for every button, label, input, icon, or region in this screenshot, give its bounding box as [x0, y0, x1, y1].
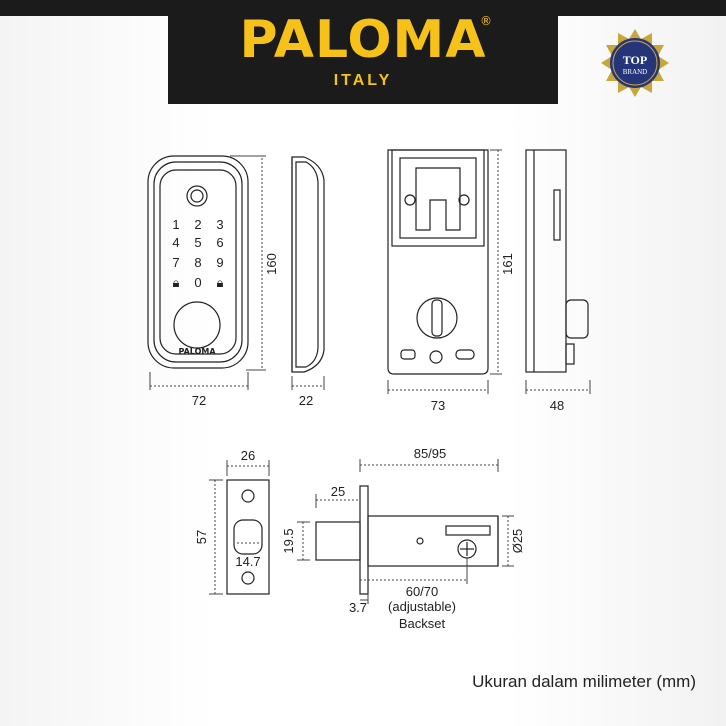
brand-origin: ITALY: [333, 72, 393, 89]
key-1[interactable]: 1: [172, 217, 179, 232]
bolt-height-label: 19.5: [281, 528, 296, 553]
backset-note-label: (adjustable): [388, 599, 456, 614]
back-dimension-lines: [387, 149, 502, 394]
plate-thickness-label: 3.7: [349, 600, 367, 615]
registered-mark: ®: [480, 14, 492, 28]
key-4[interactable]: 4: [172, 235, 179, 250]
bolt-slot: [445, 525, 491, 536]
thumb-turn-lever: [431, 299, 443, 337]
front-dimension-lines: [149, 155, 266, 390]
screw-left: [404, 194, 416, 206]
top-brand-badge: TOP BRAND: [601, 29, 669, 97]
key-8[interactable]: 8: [194, 255, 201, 270]
battery-holder: [399, 157, 477, 239]
rear-slot: [553, 189, 561, 241]
badge-line2: BRAND: [623, 68, 648, 76]
bolt-pin: [416, 537, 424, 545]
rear-side-view: [525, 149, 589, 373]
backset-value-label: 60/70: [406, 584, 439, 599]
strike-dimension-lines: [209, 460, 270, 595]
thumb-turn: [416, 297, 458, 339]
front-height-label: 160: [264, 253, 279, 275]
rear-latch: [565, 343, 575, 365]
brand-logo: PALOMA: [239, 10, 487, 70]
side-body: [291, 156, 325, 373]
back-knob: [429, 350, 443, 364]
front-inner-frame: [153, 161, 243, 363]
back-width-label: 73: [431, 398, 445, 413]
rear-body: [525, 149, 567, 373]
plate-width-label: 26: [241, 448, 255, 463]
back-button-right: [455, 349, 475, 360]
key-5[interactable]: 5: [194, 235, 201, 250]
back-height-label: 161: [500, 253, 515, 275]
strike-screw-bottom: [241, 571, 255, 585]
fingerprint-sensor: [186, 185, 208, 207]
back-button-left: [400, 349, 416, 360]
battery-slot: [415, 167, 461, 231]
key-lock-left[interactable]: 🔒︎: [173, 275, 180, 290]
plate-height-label: 57: [194, 530, 209, 544]
screw-right: [458, 194, 470, 206]
rear-depth-label: 48: [550, 398, 564, 413]
unit-note: Ukuran dalam milimeter (mm): [472, 672, 696, 691]
front-panel: [159, 169, 237, 355]
deadbolt: [315, 485, 499, 595]
strike-plate-body: [226, 479, 270, 595]
side-depth-label: 22: [299, 393, 313, 408]
bolt-diameter-label: Ø25: [510, 529, 525, 554]
key-lock-right[interactable]: 🔒︎: [217, 275, 224, 290]
front-view: [147, 155, 249, 369]
key-3[interactable]: 3: [216, 217, 223, 232]
side-dimension-lines: [291, 376, 325, 390]
latch-hole-label: 14.7: [235, 554, 260, 569]
badge-line1: TOP: [623, 53, 647, 67]
brand-header: PALOMA ® ITALY: [168, 0, 558, 104]
front-outer-frame: [147, 155, 249, 369]
keypad: 1 2 3 4 5 6 7 8 9 🔒︎ 0 🔒︎ PALOMA: [172, 217, 223, 356]
bolt-length-label: 85/95: [414, 446, 447, 461]
handle-knob: [173, 301, 221, 349]
key-7[interactable]: 7: [172, 255, 179, 270]
rear-thumb-turn: [565, 299, 589, 339]
key-0[interactable]: 0: [194, 275, 201, 290]
fingerprint-sensor-inner: [190, 189, 204, 203]
deadbolt-dimension-lines: [297, 459, 514, 604]
backset-label: Backset: [399, 616, 446, 631]
rear-dimension-lines: [525, 380, 591, 394]
front-width-label: 72: [192, 393, 206, 408]
battery-compartment: [391, 149, 485, 247]
bolt-housing: [367, 515, 499, 567]
bolt-throw-label: 25: [331, 484, 345, 499]
side-inner: [295, 161, 319, 368]
key-9[interactable]: 9: [216, 255, 223, 270]
key-6[interactable]: 6: [216, 235, 223, 250]
strike-plate: [226, 479, 270, 595]
bolt-faceplate: [359, 485, 369, 595]
back-view: [387, 149, 489, 375]
strike-screw-top: [241, 489, 255, 503]
key-2[interactable]: 2: [194, 217, 201, 232]
strike-latch-hole: [233, 519, 263, 555]
back-body: [387, 149, 489, 375]
bolt-head: [315, 521, 361, 561]
side-view: [291, 156, 325, 373]
device-logo: PALOMA: [178, 347, 216, 356]
